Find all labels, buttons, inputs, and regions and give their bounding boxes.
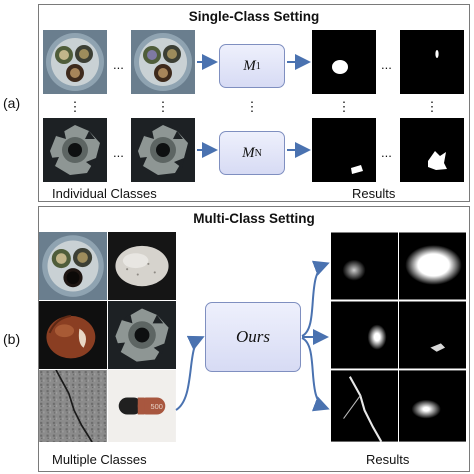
row2-ellipsis: ... xyxy=(113,145,124,160)
model-mn-subscript: N xyxy=(254,147,262,159)
mask-image xyxy=(331,370,398,442)
model-mn-label: M xyxy=(242,144,255,161)
row1-result-ellipsis: ... xyxy=(381,57,392,72)
ours-model-box: Ours xyxy=(205,302,301,372)
row2-result-ellipsis: ... xyxy=(381,145,392,160)
individual-classes-caption: Individual Classes xyxy=(52,186,157,201)
model-m1-label: M xyxy=(243,57,256,74)
vdots-5: ⋮ xyxy=(425,99,439,114)
single-class-title: Single-Class Setting xyxy=(188,9,320,24)
multi-class-title: Multi-Class Setting xyxy=(193,211,315,226)
vdots-1: ⋮ xyxy=(68,99,82,114)
mask-image xyxy=(331,301,398,369)
cable-image xyxy=(131,30,195,94)
mask-image xyxy=(312,30,376,94)
metal-nut-image xyxy=(108,301,176,369)
results-caption-b: Results xyxy=(366,452,410,467)
mask-image xyxy=(399,301,466,369)
pill-image: 500 xyxy=(108,370,176,442)
tile-crack-image xyxy=(39,370,107,442)
multi-class-panel xyxy=(38,206,470,472)
mask-image xyxy=(312,118,376,182)
metal-nut-image xyxy=(43,118,107,182)
ours-model-label: Ours xyxy=(235,327,270,346)
mask-image xyxy=(399,370,466,442)
cable-image xyxy=(43,30,107,94)
multiple-classes-caption: Multiple Classes xyxy=(52,452,147,467)
label-a: (a) xyxy=(3,95,21,111)
results-caption-a: Results xyxy=(352,186,396,201)
row1-ellipsis: ... xyxy=(113,57,124,72)
metal-nut-image xyxy=(131,118,195,182)
label-b: (b) xyxy=(3,331,21,347)
vdots-2: ⋮ xyxy=(156,99,170,114)
model-m1-subscript: 1 xyxy=(255,60,261,72)
egg-image xyxy=(108,232,176,300)
vdots-4: ⋮ xyxy=(337,99,351,114)
mask-image xyxy=(400,30,464,94)
pill-imprint: 500 xyxy=(150,402,162,411)
mask-image xyxy=(331,232,398,300)
mask-image xyxy=(400,118,464,182)
hazelnut-image xyxy=(39,301,107,369)
single-class-panel xyxy=(38,4,470,202)
mask-image xyxy=(399,232,466,300)
vdots-3: ⋮ xyxy=(245,99,259,114)
cable-image xyxy=(39,232,107,300)
